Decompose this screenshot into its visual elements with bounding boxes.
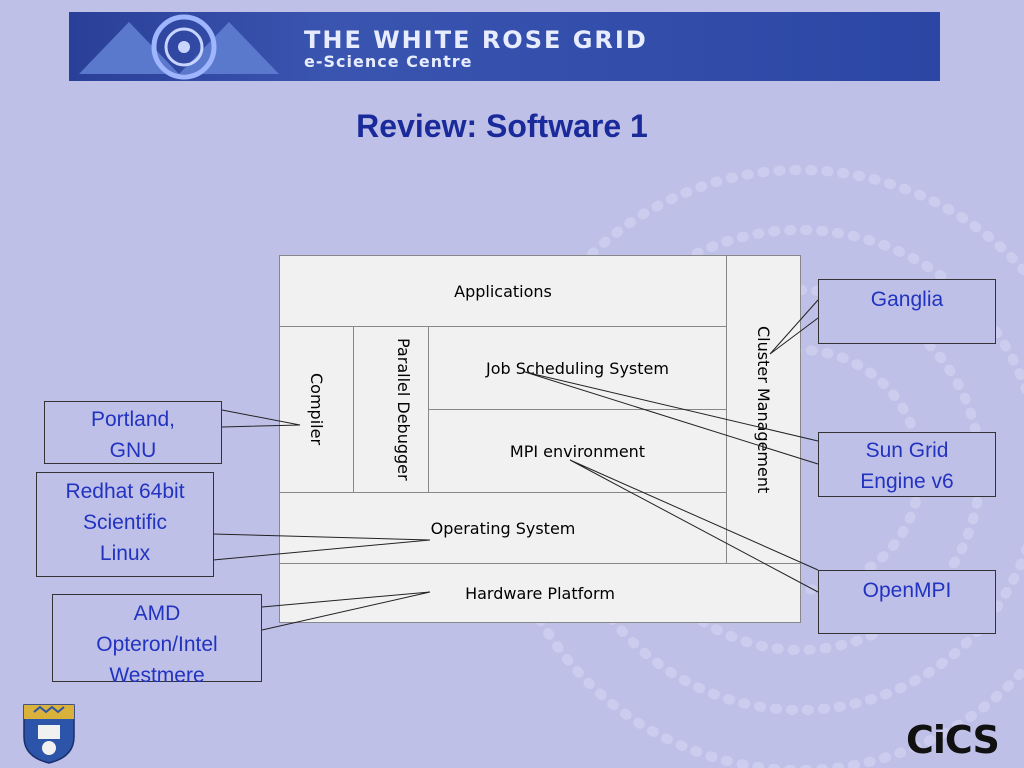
openmpi-text: OpenMPI <box>862 579 952 602</box>
compiler-box: Compiler <box>279 326 354 493</box>
ganglia-text: Ganglia <box>870 288 944 311</box>
rose-grid-logo-icon <box>79 14 279 80</box>
job-scheduling-label: Job Scheduling System <box>486 358 669 378</box>
parallel-debugger-box: Parallel Debugger <box>353 326 429 493</box>
sge-callout: Sun Grid Engine v6 <box>818 432 996 497</box>
banner-subtitle: e-Science Centre <box>304 52 473 71</box>
banner-title: THE WHITE ROSE GRID <box>304 26 648 54</box>
amd-callout: AMD Opteron/Intel Westmere <box>52 594 262 687</box>
job-scheduling-box: Job Scheduling System <box>428 326 727 410</box>
operating-system-label: Operating System <box>430 518 576 538</box>
cics-logo: CiCS <box>906 718 1000 762</box>
sge-line-1: Sun Grid <box>865 439 949 462</box>
amd-line-1: AMD <box>133 602 181 625</box>
sge-line-2: Engine v6 <box>860 470 954 493</box>
portland-line-2: GNU <box>109 439 157 462</box>
mpi-label: MPI environment <box>509 441 646 461</box>
hardware-box: Hardware Platform <box>279 563 801 623</box>
portland-line-1: Portland, <box>90 408 176 431</box>
university-crest-icon <box>23 704 75 764</box>
header-banner: THE WHITE ROSE GRID e-Science Centre <box>69 12 940 81</box>
portland-callout: Portland, GNU <box>44 401 222 464</box>
ganglia-callout: Ganglia <box>818 279 996 344</box>
cluster-management-label: Cluster Management <box>754 325 773 494</box>
applications-box: Applications <box>279 255 727 327</box>
operating-system-box: Operating System <box>279 492 727 564</box>
redhat-line-1: Redhat 64bit <box>65 480 185 503</box>
redhat-line-3: Linux <box>99 542 151 565</box>
amd-line-2: Opteron/Intel <box>96 633 218 656</box>
hardware-label: Hardware Platform <box>465 583 615 603</box>
openmpi-callout: OpenMPI <box>818 570 996 634</box>
parallel-debugger-label: Parallel Debugger <box>394 338 413 481</box>
amd-line-3: Westmere <box>109 664 205 687</box>
redhat-callout: Redhat 64bit Scientific Linux <box>36 472 214 577</box>
compiler-label: Compiler <box>307 373 326 446</box>
cluster-management-box: Cluster Management <box>726 255 801 564</box>
slide-title: Review: Software 1 <box>356 108 648 144</box>
redhat-line-2: Scientific <box>82 511 168 534</box>
applications-label: Applications <box>454 281 552 301</box>
mpi-box: MPI environment <box>428 409 727 493</box>
